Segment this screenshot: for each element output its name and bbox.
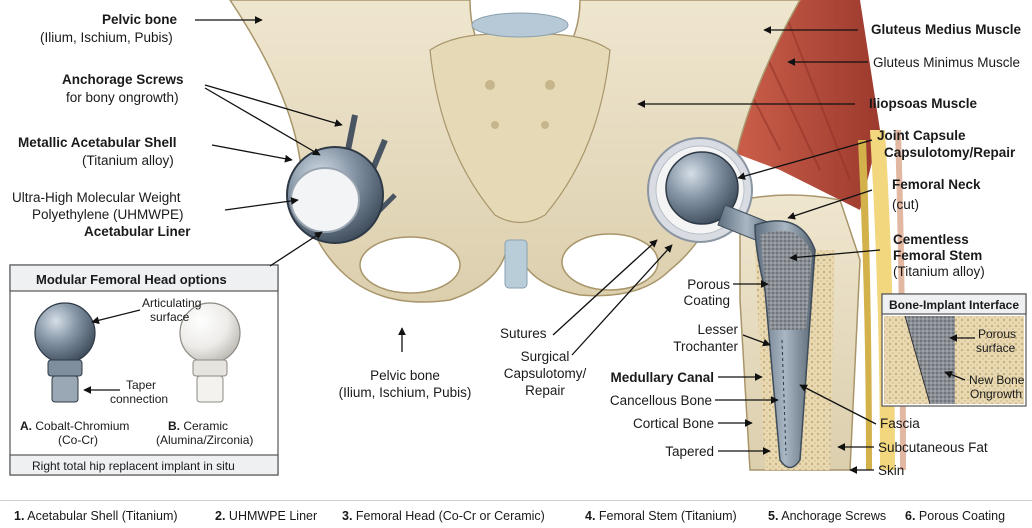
label-subcutaneous-fat: Subcutaneous Fat — [878, 440, 988, 456]
option-a-letter: A. — [20, 419, 32, 433]
articulating-label-1: Articulating — [142, 296, 201, 310]
legend-num-5: 5. — [768, 509, 778, 523]
legend-text-6: Porous Coating — [919, 509, 1005, 523]
legend-item-1: 1. Acetabular Shell (Titanium) — [14, 509, 178, 523]
label-cementless-sub: (Titanium alloy) — [893, 264, 985, 280]
option-a-label: A. Cobalt-Chromium — [20, 419, 129, 433]
label-anchorage-screws: Anchorage Screws — [62, 72, 184, 88]
label-skin: Skin — [878, 463, 904, 479]
option-b-letter: B. — [168, 419, 180, 433]
option-b-label: B. Ceramic — [168, 419, 228, 433]
legend-text-2: UHMWPE Liner — [229, 509, 317, 523]
legend-item-4: 4. Femoral Stem (Titanium) — [585, 509, 737, 523]
label-anchorage-screws-sub: for bony ongrowth) — [66, 90, 179, 106]
legend-num-1: 1. — [14, 509, 24, 523]
legend-text-5: Anchorage Screws — [781, 509, 886, 523]
label-pelvic-bone-top-sub: (Ilium, Ischium, Pubis) — [40, 30, 173, 46]
label-lesser-troch-1: Lesser — [650, 322, 738, 338]
legend-item-2: 2. UHMWPE Liner — [215, 509, 317, 523]
legend-bar: 1. Acetabular Shell (Titanium) 2. UHMWPE… — [0, 500, 1032, 528]
inset-heads-footer: Right total hip replacent implant in sit… — [32, 459, 235, 473]
label-medullary-canal: Medullary Canal — [590, 370, 714, 386]
option-a-name: Cobalt-Chromium — [35, 419, 129, 433]
label-surgical-3: Repair — [500, 383, 590, 399]
label-cancellous-bone: Cancellous Bone — [590, 393, 712, 409]
articulating-label-2: surface — [150, 310, 189, 324]
label-gluteus-minimus: Gluteus Minimus Muscle — [873, 55, 1020, 71]
label-iliopsoas: Iliopsoas Muscle — [869, 96, 977, 112]
label-porous-coating-1: Porous — [650, 277, 730, 293]
legend-text-4: Femoral Stem (Titanium) — [599, 509, 737, 523]
label-metallic-shell-sub: (Titanium alloy) — [82, 153, 174, 169]
legend-item-6: 6. Porous Coating — [905, 509, 1005, 523]
label-porous-coating-2: Coating — [650, 293, 730, 309]
interface-porous-1: Porous — [978, 327, 1016, 341]
label-joint-capsule-2: Capsulotomy/Repair — [884, 145, 1015, 161]
taper-label-2: connection — [110, 392, 168, 406]
label-tapered: Tapered — [590, 444, 714, 460]
lumbar-disc — [472, 13, 568, 37]
label-pelvic-bone-bottom-sub: (Ilium, Ischium, Pubis) — [325, 385, 485, 401]
inset-heads-title: Modular Femoral Head options — [36, 272, 227, 287]
label-uhmwpe-1: Ultra-High Molecular Weight — [12, 190, 181, 206]
option-b-sub: (Alumina/Zirconia) — [156, 433, 253, 447]
label-surgical-1: Surgical — [500, 349, 590, 365]
label-metallic-shell: Metallic Acetabular Shell — [18, 135, 177, 151]
label-cementless-1: Cementless — [893, 232, 969, 248]
label-gluteus-medius: Gluteus Medius Muscle — [871, 22, 1021, 38]
label-pelvic-bone-bottom: Pelvic bone — [345, 368, 465, 384]
pubic-symphysis — [505, 240, 527, 288]
label-surgical-2: Capsulotomy/ — [500, 366, 590, 382]
legend-num-6: 6. — [905, 509, 915, 523]
legend-item-5: 5. Anchorage Screws — [768, 509, 886, 523]
interface-porous-2: surface — [976, 341, 1015, 355]
label-femoral-neck-sub: (cut) — [892, 197, 919, 213]
legend-item-3: 3. Femoral Head (Co-Cr or Ceramic) — [342, 509, 545, 523]
interface-new-bone-1: New Bone — [969, 373, 1024, 387]
label-sutures: Sutures — [500, 326, 547, 342]
inset-interface-title: Bone-Implant Interface — [889, 298, 1019, 312]
label-pelvic-bone-top: Pelvic bone — [102, 12, 177, 28]
label-femoral-neck: Femoral Neck — [892, 177, 981, 193]
label-cortical-bone: Cortical Bone — [590, 416, 714, 432]
legend-num-3: 3. — [342, 509, 352, 523]
option-a-sub: (Co-Cr) — [58, 433, 98, 447]
legend-text-1: Acetabular Shell (Titanium) — [27, 509, 177, 523]
label-cementless-2: Femoral Stem — [893, 248, 982, 264]
legend-num-4: 4. — [585, 509, 595, 523]
label-lesser-troch-2: Trochanter — [650, 339, 738, 355]
label-fascia: Fascia — [880, 416, 920, 432]
option-b-name: Ceramic — [183, 419, 228, 433]
legend-text-3: Femoral Head (Co-Cr or Ceramic) — [356, 509, 545, 523]
label-acetabular-liner: Acetabular Liner — [84, 224, 191, 240]
label-uhmwpe-2: Polyethylene (UHMWPE) — [32, 207, 184, 223]
taper-label-1: Taper — [126, 378, 156, 392]
label-joint-capsule-1: Joint Capsule — [877, 128, 966, 144]
interface-new-bone-2: Ongrowth — [970, 387, 1022, 401]
legend-num-2: 2. — [215, 509, 225, 523]
